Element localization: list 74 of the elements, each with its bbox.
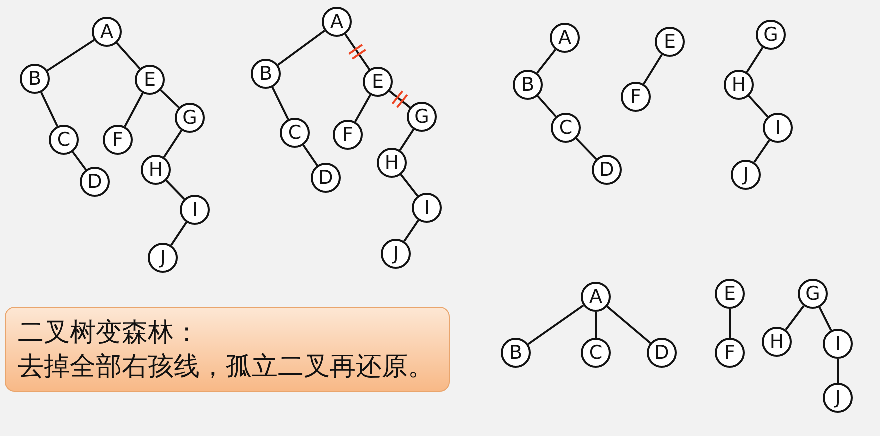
tree-node-circle: I <box>412 193 442 223</box>
connector-line <box>748 95 769 118</box>
connector-line <box>344 34 370 70</box>
tree-node-circle: C <box>581 338 611 368</box>
tree-node-circle: H <box>724 70 754 100</box>
connector-line <box>785 305 805 331</box>
tree-node-circle: B <box>20 64 50 94</box>
tree-node-circle: E <box>135 65 165 95</box>
connector-line <box>278 30 326 66</box>
tree-node-circle: C <box>280 118 310 148</box>
connector-line <box>166 180 186 200</box>
connector-line <box>729 309 731 338</box>
tree-node-circle: E <box>363 67 393 97</box>
connector-line <box>124 92 144 128</box>
tree-node-circle: E <box>655 27 685 57</box>
tree-node-circle: I <box>763 113 793 143</box>
tree-node-circle: E <box>715 279 745 309</box>
tree-node-circle: F <box>621 82 651 112</box>
tree-node-circle: I <box>180 195 210 225</box>
connector-line <box>72 151 87 171</box>
tree-node-circle: F <box>715 338 745 368</box>
tree-node-circle: A <box>581 282 611 312</box>
connector-line <box>404 220 420 242</box>
tree-node-circle: J <box>731 160 761 190</box>
note-text: 去掉全部右孩线，孤立二叉再还原。 <box>18 351 435 384</box>
tree-node-circle: I <box>823 329 853 359</box>
connector-line <box>160 90 180 108</box>
tree-node-circle: A <box>322 7 352 37</box>
connector-line <box>354 94 372 122</box>
connector-line <box>746 47 764 73</box>
tree-node-circle: J <box>148 243 178 273</box>
connector-line <box>595 312 597 338</box>
connector-line <box>754 140 770 164</box>
tree-node-circle: G <box>175 103 205 133</box>
tree-node-circle: G <box>407 102 437 132</box>
tree-node-circle: A <box>550 23 580 53</box>
connector-line <box>818 306 832 332</box>
connector-line <box>170 222 188 246</box>
note-text: 二叉树变森林： <box>18 317 201 350</box>
connector-line <box>40 92 58 127</box>
tree-node-circle: B <box>513 70 543 100</box>
tree-node-circle: D <box>647 338 677 368</box>
connector-line <box>528 304 584 346</box>
tree-node-circle: F <box>103 125 133 155</box>
tree-node-circle: H <box>141 155 171 185</box>
connector-line <box>643 54 663 85</box>
tree-node-circle: J <box>381 239 411 269</box>
note-box <box>5 307 450 392</box>
tree-node-circle: B <box>501 338 531 368</box>
tree-node-circle: G <box>756 20 786 50</box>
connector-line <box>837 359 839 383</box>
connector-line <box>47 39 95 72</box>
tree-node-circle: H <box>377 148 407 178</box>
tree-node-circle: C <box>49 125 79 155</box>
connector-line <box>537 96 557 118</box>
tree-node-circle: D <box>80 167 110 197</box>
tree-node-circle: C <box>551 113 581 143</box>
tree-node-circle: B <box>251 59 281 89</box>
connector-line <box>163 130 183 158</box>
connector-line <box>606 306 652 344</box>
tree-node-circle: J <box>823 383 853 413</box>
connector-line <box>400 174 419 197</box>
tree-node-circle: G <box>798 279 828 309</box>
tree-node-circle: D <box>311 163 341 193</box>
connector-line <box>576 138 598 160</box>
tree-node-circle: D <box>592 155 622 185</box>
connector-line <box>536 49 556 74</box>
connector-line <box>302 144 318 166</box>
connector-line <box>116 42 141 70</box>
tree-node-circle: H <box>762 327 792 357</box>
tree-node-circle: F <box>333 120 363 150</box>
tree-node-circle: A <box>92 17 122 47</box>
connector-line <box>399 129 415 151</box>
connector-line <box>272 87 290 120</box>
